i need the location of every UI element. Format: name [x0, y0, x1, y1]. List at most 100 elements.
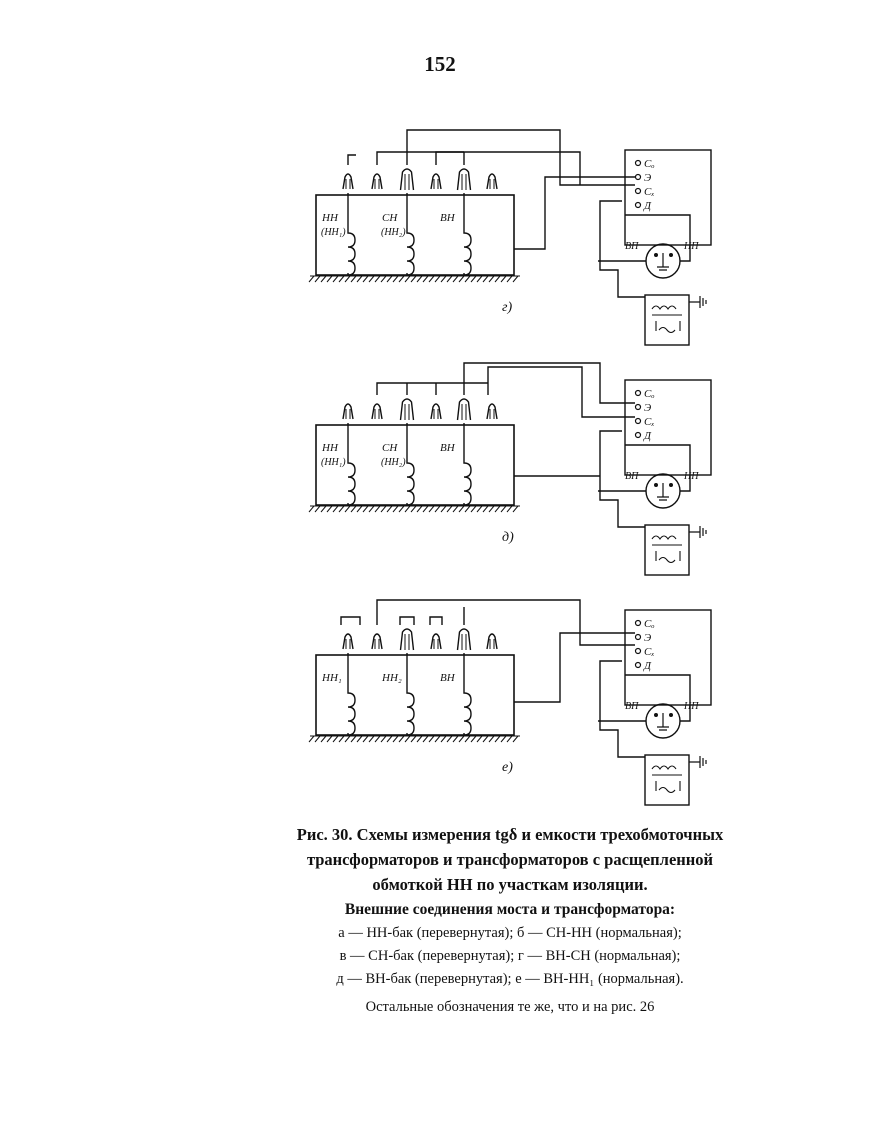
wire-to-co	[463, 362, 635, 404]
bushing-insulator	[456, 168, 472, 191]
bushing-insulator	[430, 403, 442, 420]
bridge-terminal-label: Cₒ	[644, 618, 654, 630]
switch-contact	[669, 713, 673, 717]
bushing-insulator	[399, 168, 415, 191]
bushing-insulator	[486, 403, 498, 420]
switch-label-np: НП	[683, 471, 699, 482]
bushing-insulator	[371, 633, 383, 650]
bushing-ribs	[404, 404, 410, 420]
bridge-terminal-label: Cₓ	[644, 186, 654, 198]
winding-sublabel: (НН₂)	[381, 227, 406, 238]
bridge-terminal	[634, 431, 642, 439]
bushing-ribs	[433, 409, 439, 419]
caption-title-line-1: Рис. 30. Схемы измерения tgδ и емкости т…	[296, 825, 724, 844]
bridge-terminal-label: Cₒ	[644, 158, 654, 170]
winding-label: ВН	[440, 212, 456, 224]
switch-wire	[625, 214, 691, 262]
bridge-terminal-label: Д	[643, 660, 652, 672]
bus-bar	[399, 616, 415, 625]
bushing-ribs	[461, 404, 467, 420]
wire-tank-to-bridge	[514, 632, 635, 703]
bus-bar	[376, 382, 488, 395]
bushing-ribs	[433, 179, 439, 189]
legend-line: в — СН-бак (перевернутая); г — ВН-СН (но…	[339, 948, 681, 964]
bushing-ribs	[433, 639, 439, 649]
panel-label: д)	[502, 530, 514, 545]
bushing-insulator	[456, 398, 472, 421]
bushing-insulator	[371, 173, 383, 190]
bridge-terminal	[634, 647, 642, 655]
winding-coil	[406, 193, 415, 276]
bridge-terminal	[634, 661, 642, 669]
wire-to-cx	[435, 151, 581, 185]
winding-coil	[463, 193, 472, 276]
winding-coil	[406, 423, 415, 506]
caption-title-line-2: трансформаторов и трансформаторов с расщ…	[306, 850, 714, 869]
ground-symbol-icon	[657, 713, 669, 731]
winding-coil	[406, 653, 415, 736]
bushing-ribs	[374, 409, 380, 419]
supply-wire	[599, 200, 645, 298]
winding-label: ВН	[440, 442, 456, 454]
bushing-insulator	[399, 628, 415, 651]
transformer-tank	[315, 194, 515, 276]
winding-sublabel: (НН₂)	[381, 457, 406, 468]
panel-label: е)	[502, 760, 513, 775]
bridge-terminal	[634, 619, 642, 627]
bushing-ribs	[489, 639, 495, 649]
bushing-ribs	[489, 179, 495, 189]
winding-coil	[347, 423, 356, 506]
bus-bar	[429, 616, 443, 625]
bridge-terminal	[634, 403, 642, 411]
winding-label: СН	[382, 212, 398, 224]
bushing-insulator	[430, 173, 442, 190]
switch-wire	[625, 674, 691, 722]
bushing-insulator	[486, 173, 498, 190]
transformer-symbol-icon	[651, 765, 682, 794]
winding-coil	[347, 653, 356, 736]
ground-icon	[689, 526, 707, 538]
caption-note: Остальные обозначения те же, что и на ри…	[365, 999, 655, 1015]
switch-contact	[669, 483, 673, 487]
ground-hatching	[308, 275, 520, 283]
transformer-symbol-icon	[651, 535, 682, 564]
winding-label: НН₂	[381, 672, 402, 684]
bushing-ribs	[345, 409, 351, 419]
legend-line: д — ВН-бак (перевернутая); е — ВН-НН₁ (н…	[336, 971, 684, 987]
switch-contact	[669, 253, 673, 257]
bushing-insulator	[399, 398, 415, 421]
power-supply-box	[644, 524, 690, 576]
winding-coil	[347, 193, 356, 276]
wire-to-cx	[406, 129, 635, 186]
bushing-ribs	[461, 634, 467, 650]
bridge-terminal-label: Э	[644, 402, 651, 414]
transformer-tank	[315, 424, 515, 506]
bridge-terminal	[634, 187, 642, 195]
switch-label-vp: ВП	[625, 241, 639, 252]
power-supply-box	[644, 754, 690, 806]
bridge-terminal	[634, 417, 642, 425]
ground-symbol-icon	[657, 483, 669, 501]
switch-wire	[625, 444, 691, 492]
ground-hatching	[308, 735, 520, 743]
winding-label: СН	[382, 442, 398, 454]
supply-wire	[599, 660, 645, 758]
bridge-terminal-label: Cₒ	[644, 388, 654, 400]
bus-bar	[340, 616, 361, 625]
ground-icon	[689, 756, 707, 768]
bushing-ribs	[489, 409, 495, 419]
caption-subtitle: Внешние соединения моста и трансформатор…	[344, 901, 676, 918]
winding-coil	[463, 653, 472, 736]
bridge-terminal	[634, 201, 642, 209]
bushing-insulator	[430, 633, 442, 650]
bushing-insulator	[342, 633, 354, 650]
bridge-terminal	[634, 633, 642, 641]
winding-label: ВН	[440, 672, 456, 684]
bridge-terminal-label: Cₓ	[644, 646, 654, 658]
bridge-terminal-label: Cₓ	[644, 416, 654, 428]
bridge-terminal	[634, 159, 642, 167]
winding-sublabel: (НН₁)	[321, 457, 346, 468]
winding-coil	[463, 423, 472, 506]
